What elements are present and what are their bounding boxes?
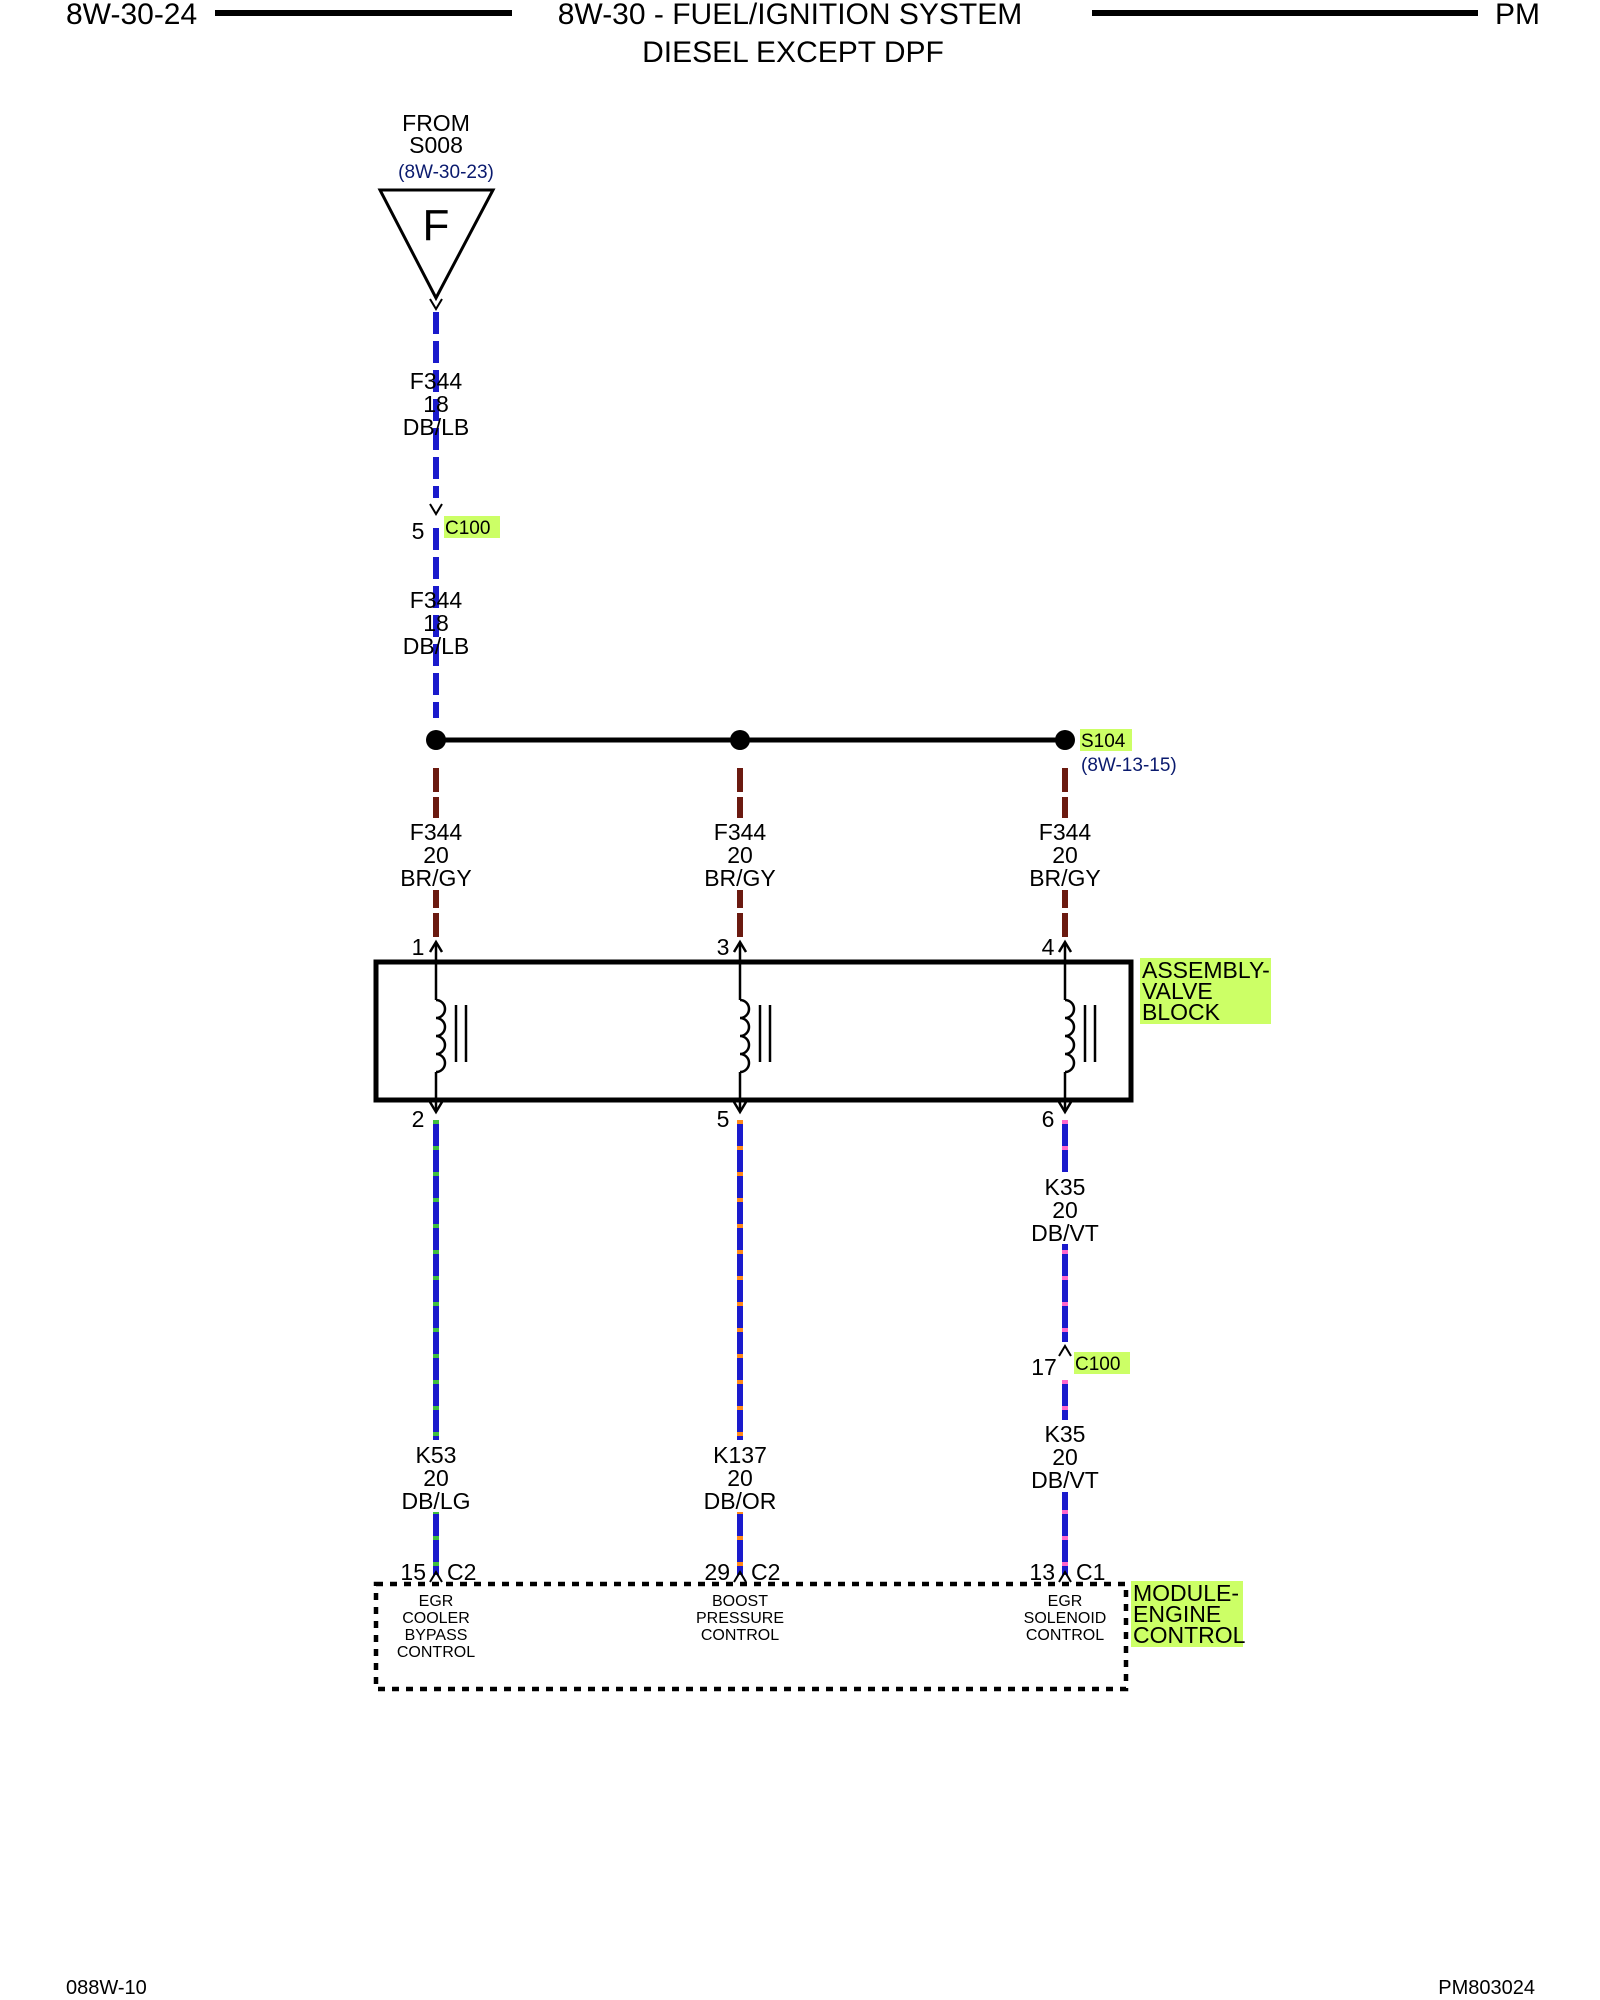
label-background xyxy=(1025,1420,1105,1492)
valve-pin-number: 3 xyxy=(717,934,730,960)
splice-dot xyxy=(1055,730,1075,750)
wire-gauge-label: 20 xyxy=(1052,1197,1078,1223)
ecm-pin-description: CONTROL xyxy=(1026,1627,1104,1644)
ecm-pin-number: 15 xyxy=(400,1559,426,1585)
label-background xyxy=(1020,1352,1050,1378)
wire-color-label: DB/LB xyxy=(403,414,469,440)
wire-circuit-label: F344 xyxy=(410,368,463,394)
ecm-connector-name: C2 xyxy=(751,1559,780,1585)
wire-circuit-label: K35 xyxy=(1045,1421,1086,1447)
label-background xyxy=(1029,818,1101,890)
valve-block-highlight xyxy=(1140,958,1271,1024)
source-splice-label: S008 xyxy=(409,132,463,158)
splice-dot xyxy=(426,730,446,750)
wire-gauge-label: 20 xyxy=(1052,1444,1078,1470)
wire-color-label: BR/GY xyxy=(704,865,776,891)
s104-highlight xyxy=(1080,729,1132,751)
solenoid-coil-1 xyxy=(428,939,468,1115)
wire-gauge-label: 20 xyxy=(423,842,449,868)
header-code: PM xyxy=(1495,0,1540,31)
valve-block-label: ASSEMBLY- xyxy=(1142,957,1270,983)
ecm-pin-arrows xyxy=(429,1570,1072,1583)
splice-name: S104 xyxy=(1081,731,1126,752)
page-number: 8W-30-24 xyxy=(66,0,197,31)
wire-color-label: BR/GY xyxy=(400,865,472,891)
splice-reference: (8W-13-15) xyxy=(1081,755,1177,776)
valve-block-box xyxy=(373,959,1134,1103)
ecm-label: MODULE- xyxy=(1133,1580,1239,1606)
wire-color-label: DB/VT xyxy=(1031,1220,1099,1246)
valve-block-label: VALVE xyxy=(1142,978,1213,1004)
wire-gauge-label: 20 xyxy=(423,1465,449,1491)
valve-pin-number: 2 xyxy=(412,1106,425,1132)
wire-circuit-label: K53 xyxy=(416,1442,457,1468)
valve-pin-number: 5 xyxy=(717,1106,730,1132)
wire-gauge-label: 18 xyxy=(423,610,449,636)
c100-highlight xyxy=(1074,1352,1130,1374)
source-reference: (8W-30-23) xyxy=(398,162,494,183)
wire-color-label: DB/LB xyxy=(403,633,469,659)
ecm-pin-description: BYPASS xyxy=(405,1627,468,1644)
solenoid-coil-2 xyxy=(732,939,772,1115)
wire-circuit-label: F344 xyxy=(1039,819,1092,845)
ecm-connector-name: C2 xyxy=(447,1559,476,1585)
ecm-pin-description: EGR xyxy=(1048,1593,1083,1610)
ecm-box xyxy=(373,1581,1129,1692)
wire-gauge-label: 20 xyxy=(727,1465,753,1491)
ecm-connector-name: C1 xyxy=(1076,1559,1105,1585)
valve-pin-number: 4 xyxy=(1042,934,1055,960)
c100-connector-arrow xyxy=(1058,1344,1072,1357)
ecm-pin-number: 29 xyxy=(704,1559,730,1585)
wire-gauge-label: 20 xyxy=(1052,842,1078,868)
off-page-connector-triangle xyxy=(377,188,496,302)
c100-highlight xyxy=(444,516,500,538)
wire-color-label: BR/GY xyxy=(1029,865,1101,891)
wire-circuit-label: F344 xyxy=(410,587,463,613)
ecm-pin-description: SOLENOID xyxy=(1024,1610,1107,1627)
label-background xyxy=(700,1440,780,1512)
c100-connector-arrow xyxy=(429,503,443,516)
valve-pin-number: 6 xyxy=(1042,1106,1055,1132)
splice-dot xyxy=(730,730,750,750)
label-background xyxy=(704,818,776,890)
ecm-pin-description: CONTROL xyxy=(701,1627,779,1644)
ecm-highlight xyxy=(1131,1581,1243,1647)
solenoid-coil-3 xyxy=(1057,939,1097,1115)
off-page-connector-letter: F xyxy=(423,201,450,250)
c100-pin-number: 17 xyxy=(1031,1354,1057,1380)
source-from-label: FROM xyxy=(402,110,470,136)
wire-color-label: DB/VT xyxy=(1031,1467,1099,1493)
c100-connector-name: C100 xyxy=(1075,1354,1120,1375)
valve-pin-number: 1 xyxy=(412,934,425,960)
page-subtitle: DIESEL EXCEPT DPF xyxy=(642,36,944,69)
valve-block-label: BLOCK xyxy=(1142,999,1221,1025)
wire-color-label: DB/LG xyxy=(401,1488,470,1514)
footer-right-code: PM803024 xyxy=(1438,1977,1535,1999)
footer-left-code: 088W-10 xyxy=(66,1977,147,1999)
ecm-pin-number: 13 xyxy=(1029,1559,1055,1585)
ecm-pin-description: PRESSURE xyxy=(696,1610,784,1627)
ecm-label: CONTROL xyxy=(1133,1622,1246,1648)
ecm-pin-description: EGR xyxy=(419,1593,454,1610)
ecm-pin-description: BOOST xyxy=(712,1593,768,1610)
wire-color-label: DB/OR xyxy=(704,1488,777,1514)
ecm-pin-description: CONTROL xyxy=(397,1644,475,1661)
c100-connector-name: C100 xyxy=(445,518,490,539)
label-background xyxy=(400,818,472,890)
c100-pin-number: 5 xyxy=(412,518,425,544)
ecm-pin-description: COOLER xyxy=(402,1610,470,1627)
wire-gauge-label: 20 xyxy=(727,842,753,868)
terminal-arrow xyxy=(429,298,443,311)
wire-circuit-label: K35 xyxy=(1045,1174,1086,1200)
wire-circuit-label: F344 xyxy=(410,819,463,845)
label-background xyxy=(398,1440,474,1512)
wire-circuit-label: F344 xyxy=(714,819,767,845)
ecm-label: ENGINE xyxy=(1133,1601,1221,1627)
page-title: 8W-30 - FUEL/IGNITION SYSTEM xyxy=(558,0,1023,31)
wire-circuit-label: K137 xyxy=(713,1442,767,1468)
wire-gauge-label: 18 xyxy=(423,391,449,417)
label-background xyxy=(1025,1172,1105,1244)
